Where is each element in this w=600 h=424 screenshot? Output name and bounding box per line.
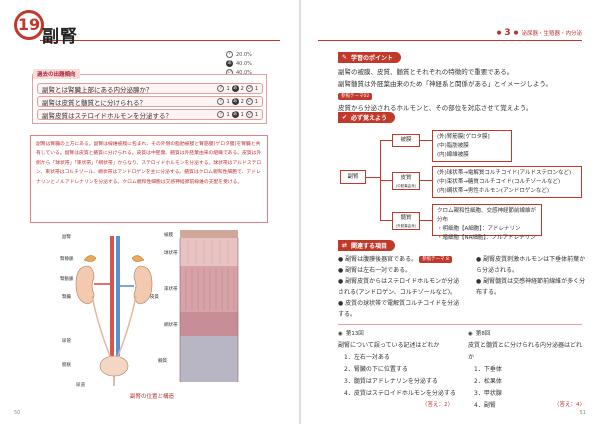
bullet-icon: ● — [496, 30, 502, 36]
filled-circle-icon: あ — [231, 85, 239, 92]
label-fasciculata: 束状帯 — [164, 285, 178, 292]
medulla-list: クロム親和性細胞、交感神経節前線維が分布 ・明細胞【A細胞】：アドレナリン ・暗… — [432, 204, 542, 241]
label-glomerulosa: 球状帯 — [164, 249, 178, 256]
circle-icon: い — [245, 85, 253, 92]
reference-tag: 参照テーマ02 — [338, 92, 373, 100]
label-renal-artery: 腎動脈 — [60, 275, 74, 282]
question-circle-icon: ? — [217, 111, 225, 118]
diagram-caption: 副腎の位置と構造 — [130, 394, 175, 400]
point-header: ✎学習のポイント — [338, 52, 402, 63]
chapter-label: ●3●泌尿器・生殖器・内分泌 — [496, 28, 582, 38]
question-circle-icon: ? — [217, 98, 225, 105]
page-title: 副腎 — [42, 27, 78, 47]
filled-circle-icon: あ — [231, 111, 239, 118]
related-header: ⇄関連する項目 — [338, 240, 396, 251]
answer-1: 〈答え：2〉 — [422, 402, 453, 408]
link-icon: ⇄ — [342, 242, 348, 249]
tree-line — [366, 177, 380, 178]
related-list-left: ● 副腎は腹膜後器官である。 参照テーマ 8 ● 副腎は左右一対である。 ● 副… — [338, 256, 460, 318]
label-capsule: 被膜 — [164, 231, 173, 238]
label-kidney: 腎臓 — [62, 293, 71, 300]
answer-2: 〈答え：4〉 — [554, 402, 585, 408]
tree-line — [380, 140, 392, 141]
exam-question-1: ◉第13回 副腎について誤っている記述はどれか 1．左右一対ある 2．腎臓の下に… — [338, 328, 456, 400]
point-text: 副腎の被膜、皮質、髄質とそれぞれの特徴的で重要である。 副腎髄質は外胚葉由来のた… — [338, 68, 552, 112]
title-rule — [40, 40, 280, 41]
page-number: 50 — [14, 410, 21, 416]
tree-line — [380, 220, 392, 221]
label-cortex: 皮質 — [150, 293, 159, 300]
tree-line — [420, 180, 432, 181]
page-number: 51 — [579, 410, 586, 416]
medulla-node: 髄質 (外胚葉由来) — [392, 212, 420, 230]
header-rule — [318, 40, 582, 41]
root-node: 副腎 — [340, 170, 366, 184]
tissue-section — [179, 230, 239, 382]
check-icon: ✔ — [342, 114, 348, 121]
tree-line — [380, 180, 392, 181]
book-spine — [299, 0, 301, 424]
reference-tag: 参照テーマ 8 — [419, 256, 452, 263]
kidney-illustration — [75, 236, 153, 386]
cortex-node: 皮質 (中胚葉由来) — [392, 172, 420, 190]
label-ureter: 尿管 — [62, 337, 71, 344]
filled-circle-icon: あ — [226, 60, 233, 67]
label-reticularis: 網状帯 — [164, 321, 178, 328]
related-list-right: ● 副腎皮質刺激ホルモンは下垂体前葉から分泌される。 ● 副腎髄質は交感神経節前… — [476, 256, 586, 296]
label-urethra: 尿道 — [76, 381, 85, 388]
stat-row: ?20.0% — [226, 50, 252, 59]
circle-icon: い — [245, 98, 253, 105]
pencil-icon: ✎ — [342, 54, 348, 61]
label-medulla: 髄質 — [158, 357, 167, 364]
description-box: 副腎は腎臓の上方にある。副腎は線維被膜に包まれ、その外側の脂肪被膜と腎筋膜(ゲロ… — [30, 135, 268, 223]
filled-circle-icon: あ — [231, 98, 239, 105]
question-circle-icon: ? — [217, 85, 225, 92]
chapter-badge: 19 — [14, 10, 44, 40]
label-renal-vein: 腎静脈 — [60, 255, 74, 262]
label-bladder: 膀胱 — [62, 361, 71, 368]
past-questions-label: 過去の出題傾向 — [33, 69, 80, 79]
right-page: ●3●泌尿器・生殖器・内分泌 ✎学習のポイント 副腎の被膜、皮質、髄質とそれぞれ… — [300, 0, 600, 424]
circle-icon: い — [245, 111, 253, 118]
tree-line — [420, 220, 432, 221]
divider-rule — [338, 324, 582, 325]
exam-question-2: ◉第8回 皮質と髄質とに分けられる内分泌器はどれか 1．下垂体 2．松果体 3．… — [468, 328, 586, 412]
cortex-list: (外)球状帯→電解質コルチコイド(アルドステロンなど) (中)束状帯→糖質コルチ… — [432, 166, 582, 198]
capsule-list: (外)腎筋膜[ゲロタ膜] (中)脂肪被膜 (内)線維被膜 — [432, 130, 512, 162]
bullet-icon: ● — [513, 30, 519, 36]
must-remember-header: ✔必ず覚えよう — [338, 112, 396, 123]
exam-icon: ◉ — [468, 331, 473, 337]
question-circle-icon: ? — [226, 51, 233, 58]
label-adrenal: 副腎 — [62, 233, 71, 240]
adrenal-diagram: 副腎 腎静脈 腎動脈 腎臓 尿管 膀胱 尿道 被膜 球状帯 束状帯 網状帯 皮質… — [60, 230, 239, 388]
capsule-node: 被膜 — [392, 134, 420, 147]
exam-icon: ◉ — [338, 331, 343, 337]
tree-line — [420, 140, 432, 141]
